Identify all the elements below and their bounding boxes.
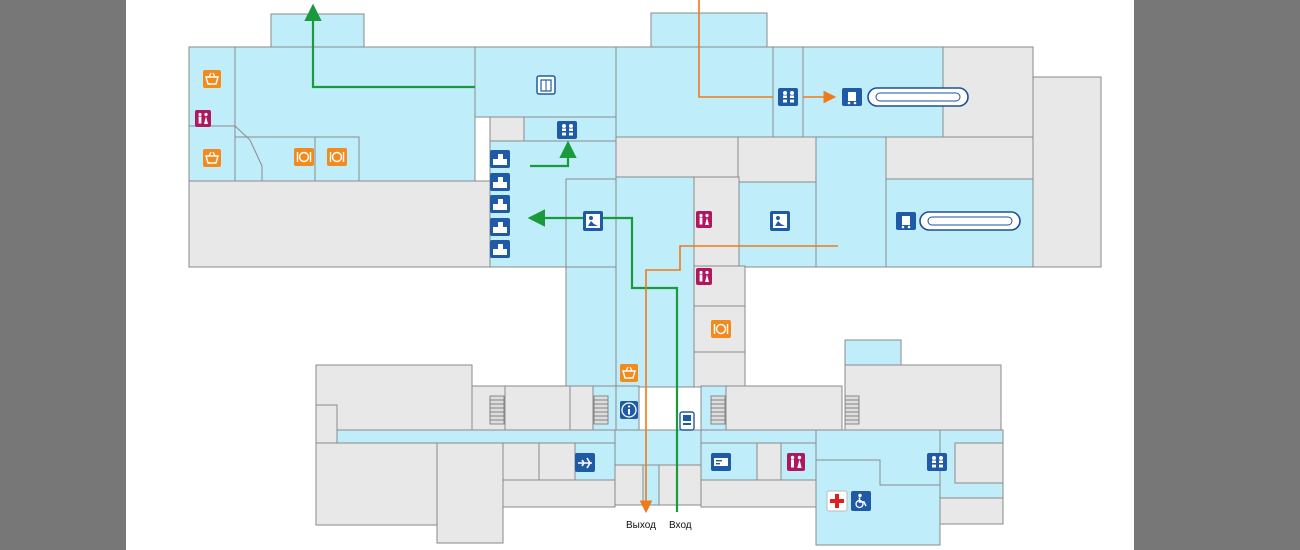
passport-control-icon — [927, 453, 947, 471]
atm-icon — [679, 411, 695, 431]
shop-icon — [203, 149, 221, 167]
shop-icon — [620, 364, 638, 382]
exit-label: Выход — [626, 520, 656, 531]
checkin-desk-icon — [490, 173, 510, 191]
restaurant-icon — [327, 148, 347, 166]
baggage-claim-icon — [896, 212, 916, 230]
waiting-area-icon — [770, 211, 790, 231]
waiting-area-icon — [583, 211, 603, 231]
passport-control-icon — [778, 88, 798, 106]
elevator-icon — [536, 75, 556, 95]
passport-control-icon — [557, 121, 577, 139]
information-icon — [620, 401, 638, 419]
floor-plan: Выход Вход — [188, 0, 1102, 546]
checkin-desk-icon — [490, 195, 510, 213]
first-aid-icon — [826, 490, 848, 512]
floor-plan-sheet: Выход Вход — [126, 0, 1134, 550]
shop-icon — [203, 70, 221, 88]
restaurant-icon — [711, 320, 731, 338]
stairs — [489, 395, 860, 425]
checkin-desk-icon — [490, 150, 510, 168]
toilet-icon — [195, 110, 211, 127]
baggage-carousel-2 — [919, 211, 1021, 231]
toilet-icon — [696, 211, 712, 228]
baggage-carousels — [867, 87, 1021, 231]
restaurant-icon — [294, 148, 314, 166]
upper-terminal-block — [188, 12, 1102, 268]
baggage-claim-icon — [842, 88, 862, 106]
ticket-office-icon — [711, 453, 731, 471]
arrival-route — [639, 0, 838, 514]
toilet-icon — [696, 268, 712, 285]
checkin-desk-icon — [490, 240, 510, 258]
accessibility-icon — [851, 491, 871, 511]
toilet-icon — [787, 453, 805, 471]
entrance-label: Вход — [669, 520, 692, 531]
checkin-desk-icon — [490, 218, 510, 236]
baggage-carousel-1 — [867, 87, 969, 107]
departures-icon — [575, 453, 595, 472]
central-concourse — [565, 176, 746, 388]
